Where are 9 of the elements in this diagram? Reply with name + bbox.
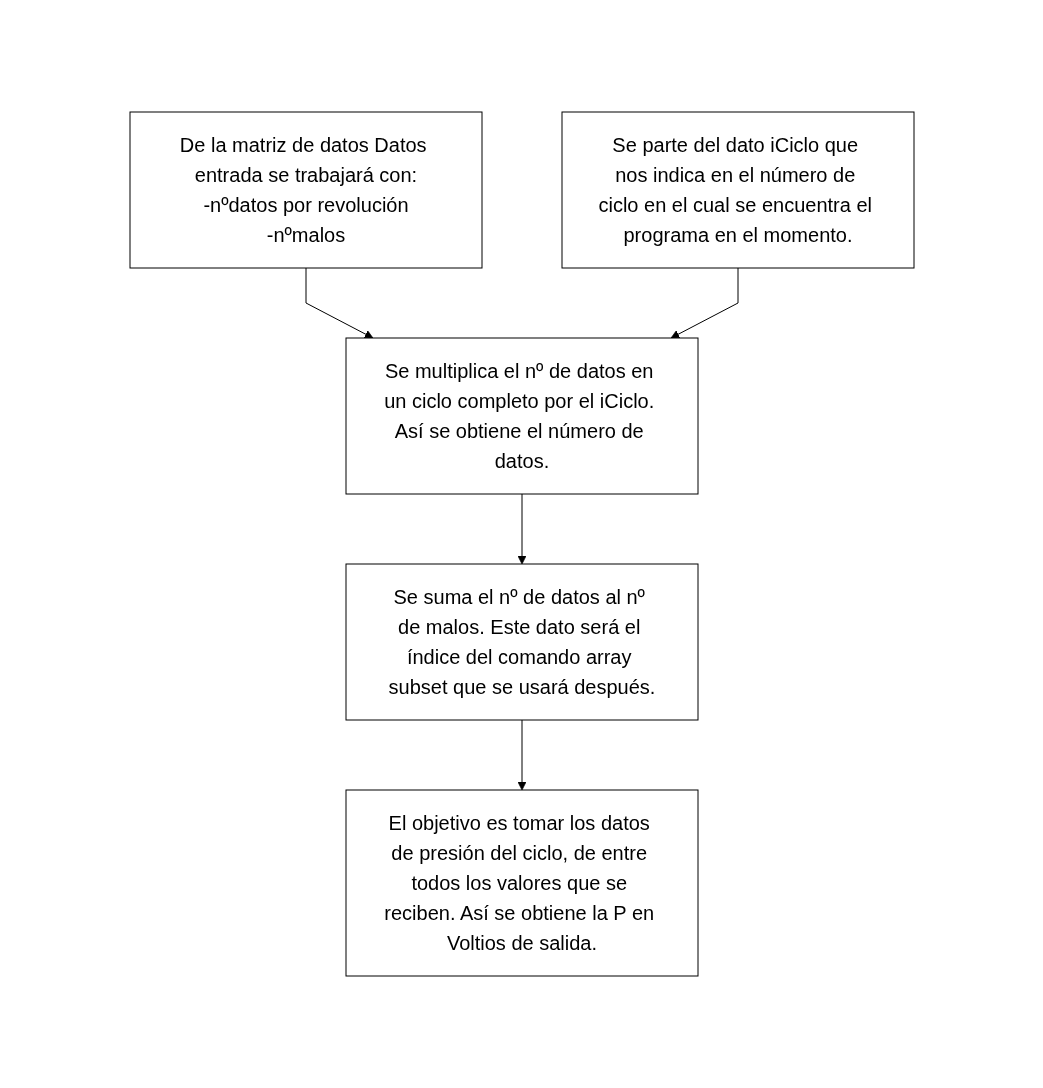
node-box: Se parte del dato iCiclo que nos indica en el número de ciclo en el cual se encuentra el programa en el momento.: [561, 111, 914, 269]
arrow: [670, 267, 738, 339]
arrow: [517, 719, 526, 791]
arrow: [517, 493, 526, 565]
node-box: Se multiplica el nº de datos en un ciclo completo por el iCiclo. Así se obtiene el número de datos.: [345, 337, 698, 495]
node-box: Se suma el nº de datos al nº de malos. Este dato será el índice del comando array subset que se usará después.: [345, 563, 698, 721]
arrow: [305, 267, 373, 339]
node-box: De la matriz de datos Datos entrada se trabajará con: -nºdatos por revolución -nºmalos: [129, 111, 482, 269]
node-box: El objetivo es tomar los datos de presión del ciclo, de entre todos los valores que se reciben. Así se obtiene la P en Voltios de salida.: [345, 789, 698, 977]
